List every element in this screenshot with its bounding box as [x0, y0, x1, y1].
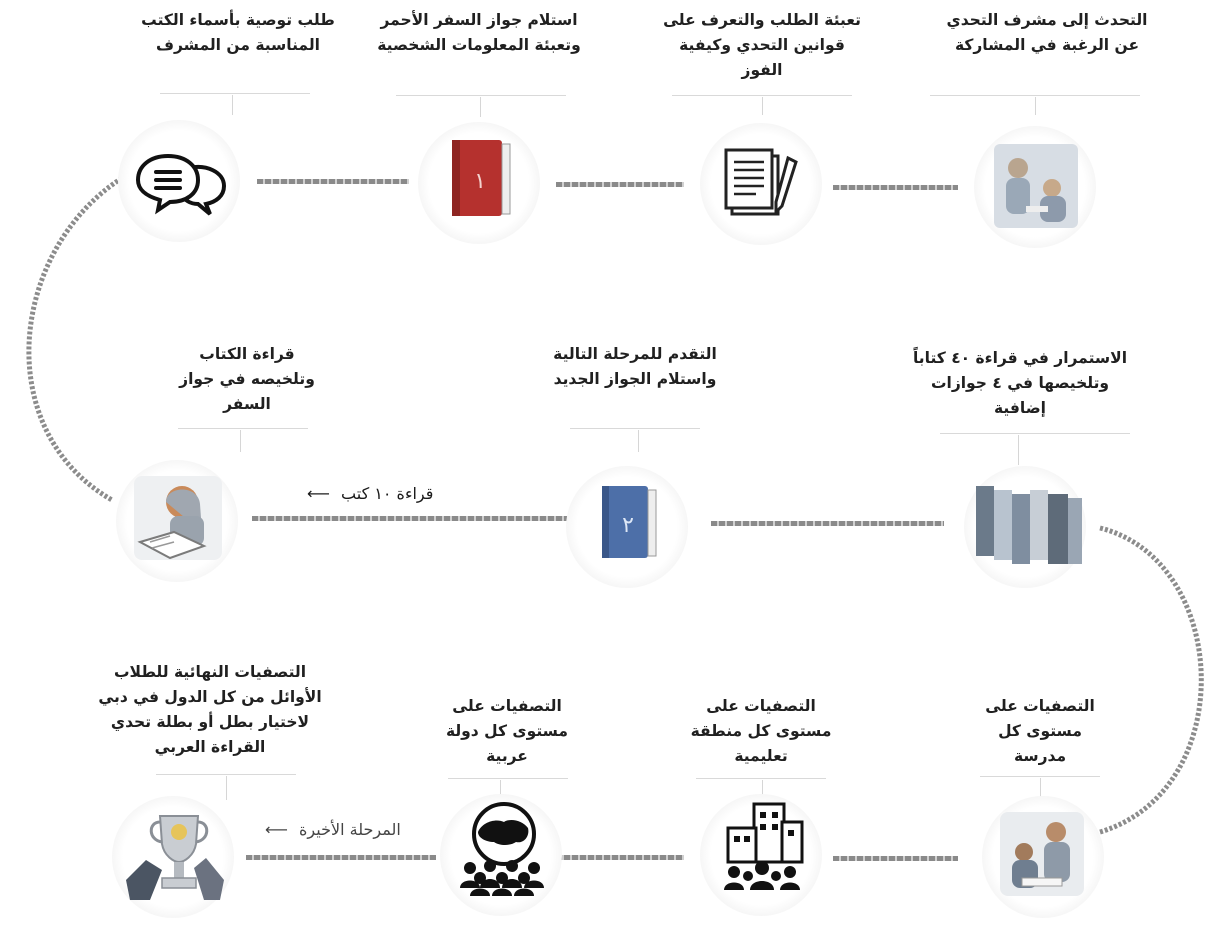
- girl-reading-photo-icon: [134, 476, 222, 560]
- label-tick: [1018, 435, 1019, 465]
- school-photo-icon: [1000, 812, 1084, 896]
- book-passport-2-icon: ٢: [602, 486, 657, 558]
- final-stage-text: المرحلة الأخيرة: [299, 820, 401, 839]
- left-curve-connector: [26, 175, 124, 503]
- connector-row3-b: [556, 855, 684, 860]
- connector-row1-b: [556, 182, 684, 187]
- step-label: التصفيات على مستوى كل دولة عربية: [445, 697, 569, 765]
- speech-bubbles-icon: [135, 153, 227, 216]
- label-tick: [762, 97, 763, 115]
- step-label: التصفيات على مستوى كل مدرسة: [985, 697, 1095, 765]
- books-stack-icon: [976, 486, 1082, 564]
- arrow-left-icon: ⟵: [265, 820, 288, 839]
- book-number: ٢: [622, 513, 634, 538]
- label-underline: [940, 433, 1130, 434]
- label-tick: [500, 780, 501, 804]
- connector-row1-a: [833, 185, 958, 190]
- step-label: التقدم للمرحلة التالية واستلام الجواز ال…: [553, 345, 717, 388]
- connector-row2-a: [252, 516, 568, 521]
- trophy-icon: [126, 815, 224, 900]
- final-stage-connector-label: المرحلة الأخيرة ⟵: [265, 820, 401, 839]
- step-label: التصفيات النهائية للطلاب الأوائل من كل ا…: [98, 663, 322, 756]
- label-underline: [156, 774, 296, 775]
- right-curve-connector: [1099, 525, 1204, 835]
- connector-row1-c: [257, 179, 409, 184]
- label-underline: [930, 95, 1140, 96]
- book-number: ١: [474, 169, 486, 194]
- label-tick: [480, 97, 481, 117]
- step-label: الاستمرار في قراءة ٤٠ كتاباً وتلخيصها في…: [912, 349, 1128, 417]
- label-tick: [240, 430, 241, 452]
- label-tick: [226, 776, 227, 800]
- label-underline: [696, 778, 826, 779]
- book-passport-1-icon: ١: [452, 140, 511, 216]
- label-tick: [1035, 97, 1036, 115]
- step-label: طلب توصية بأسماء الكتب المناسبة من المشر…: [141, 11, 335, 54]
- step-label: قراءة الكتاب وتلخيصه في جواز السفر: [179, 345, 315, 413]
- arab-map-people-icon: [460, 802, 544, 896]
- label-underline: [448, 778, 568, 779]
- label-underline: [396, 95, 566, 96]
- document-pen-icon: [724, 148, 798, 216]
- teacher-student-photo-icon: [994, 144, 1078, 228]
- label-underline: [672, 95, 852, 96]
- label-tick: [762, 780, 763, 804]
- label-tick: [1040, 778, 1041, 804]
- connector-row2-b: [711, 521, 944, 526]
- label-tick: [232, 95, 233, 115]
- label-underline: [178, 428, 308, 429]
- connector-row3-c: [246, 855, 436, 860]
- connector-row3-a: [833, 856, 958, 861]
- step-label: التصفيات على مستوى كل منطقة تعليمية: [690, 697, 832, 765]
- step-label: تعبئة الطلب والتعرف على قوانين التحدي وك…: [663, 11, 861, 79]
- label-tick: [638, 430, 639, 452]
- arrow-left-icon: ⟵: [307, 484, 330, 503]
- buildings-people-icon: [724, 802, 804, 890]
- step-label: التحدث إلى مشرف التحدي عن الرغبة في المش…: [946, 11, 1148, 54]
- step-label: استلام جواز السفر الأحمر وتعبئة المعلوما…: [377, 11, 581, 54]
- label-underline: [160, 93, 310, 94]
- read-ten-connector-label: قراءة ١٠ كتب ⟵: [307, 484, 433, 503]
- label-underline: [570, 428, 700, 429]
- read-ten-text: قراءة ١٠ كتب: [341, 484, 434, 503]
- label-underline: [980, 776, 1100, 777]
